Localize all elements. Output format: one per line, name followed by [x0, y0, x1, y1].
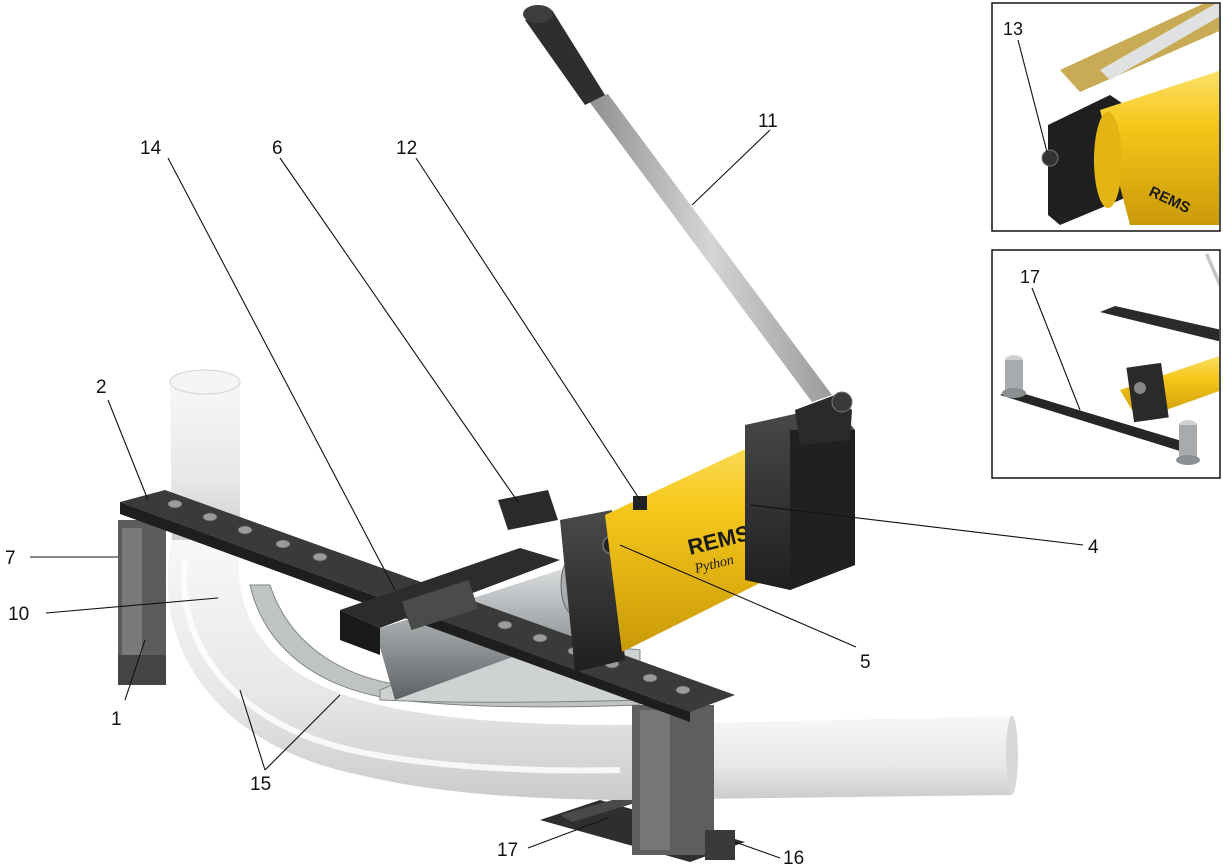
callout-6: 6	[272, 138, 283, 159]
top-clamp	[498, 490, 558, 530]
leader-lines	[30, 129, 1084, 859]
callout-12: 12	[396, 138, 417, 159]
rear-pump-block	[745, 405, 855, 590]
callout-16: 16	[783, 848, 804, 868]
main-illustration: REMS Python	[118, 5, 1018, 862]
callout-14: 14	[140, 138, 162, 159]
callout-15: 15	[250, 774, 271, 795]
callout-17: 17	[497, 840, 518, 861]
pipe-bent	[167, 540, 641, 800]
inset-left-post	[1002, 355, 1026, 398]
callout-1: 1	[111, 709, 122, 730]
inset-stand: 17	[991, 249, 1221, 479]
right-pivot-block	[632, 705, 735, 860]
callout-10: 10	[8, 604, 29, 625]
inset-valve-label: 13	[1003, 19, 1023, 39]
left-pivot-block	[118, 520, 166, 685]
inset-valve: REMS 13	[991, 2, 1221, 232]
pump-handle	[523, 5, 853, 445]
inset-stand-label: 17	[1020, 267, 1040, 287]
callout-5: 5	[860, 652, 871, 673]
callout-11: 11	[758, 111, 778, 132]
callout-4: 4	[1088, 537, 1099, 558]
inset-right-post	[1176, 420, 1200, 465]
crosshead	[340, 548, 560, 655]
callout-7: 7	[5, 548, 16, 569]
callout-2: 2	[96, 377, 107, 398]
callout-numbers: 1 2 4 5 6 7 10 11 12 14 15 16 17	[5, 111, 1099, 868]
